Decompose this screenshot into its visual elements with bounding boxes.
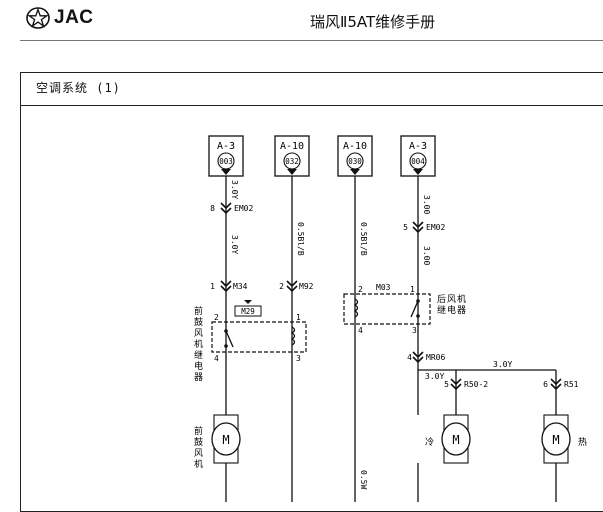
- svg-text:030: 030: [348, 157, 362, 166]
- svg-text:M29: M29: [241, 307, 255, 316]
- label-glyph: 风: [447, 294, 456, 305]
- diagram-title-row: 空调系统 (1): [20, 72, 603, 106]
- label-glyph: 继: [437, 304, 446, 316]
- svg-text:M: M: [552, 433, 559, 447]
- wire-label-3-bottom: 0.5W: [359, 470, 368, 489]
- svg-text:M: M: [452, 433, 459, 447]
- label-glyph: 电: [447, 304, 456, 316]
- conn-mr06: MR06: [426, 353, 445, 362]
- connector-a3-003: A-3 003: [208, 135, 244, 177]
- svg-text:3: 3: [296, 354, 301, 363]
- label-glyph: 机: [194, 458, 203, 470]
- rear-relay-label-stack: 后风机继电器: [437, 293, 466, 316]
- label-glyph: 器: [194, 372, 203, 383]
- logo-text: JAC: [54, 7, 94, 28]
- svg-text:A-10: A-10: [343, 141, 367, 152]
- conn-r50-2: R50-2: [464, 380, 488, 389]
- svg-text:4: 4: [407, 353, 412, 362]
- svg-text:6: 6: [543, 380, 548, 389]
- connector-a10-030: A-10 030: [337, 135, 373, 177]
- page-header: JAC 瑞风Ⅱ5AT维修手册: [0, 0, 603, 44]
- label-glyph: 风: [194, 448, 203, 459]
- jac-logo: JAC: [26, 7, 94, 29]
- svg-text:1: 1: [410, 285, 415, 294]
- label-glyph: 继: [194, 349, 203, 361]
- conn-m92: M92: [299, 282, 314, 291]
- wire-label-4-bottom: 3.00: [422, 246, 431, 265]
- label-glyph: 前: [194, 425, 203, 437]
- svg-text:M: M: [222, 433, 229, 447]
- svg-text:1: 1: [296, 313, 301, 322]
- rear-motor-cold: M: [441, 414, 471, 464]
- label-glyph: 机: [194, 338, 203, 350]
- svg-text:A-3: A-3: [409, 141, 427, 152]
- svg-text:8: 8: [210, 204, 215, 213]
- svg-text:5: 5: [444, 380, 449, 389]
- label-cold: 冷: [425, 436, 434, 448]
- header-divider: [20, 40, 603, 41]
- wire-label-1-bottom: 3.0Y: [230, 235, 239, 254]
- label-glyph: 风: [194, 328, 203, 339]
- svg-text:032: 032: [285, 157, 299, 166]
- front-blower-relay: 2 1 4 3: [211, 313, 307, 363]
- label-glyph: 器: [457, 305, 466, 316]
- label-glyph: 后: [437, 294, 446, 305]
- wire-label-3: 0.5Bl/B: [359, 222, 368, 256]
- svg-text:004: 004: [411, 157, 425, 166]
- svg-text:2: 2: [358, 285, 363, 294]
- svg-text:2: 2: [279, 282, 284, 291]
- wire-label-2: 0.5Bl/B: [296, 222, 305, 256]
- manual-title: 瑞风Ⅱ5AT维修手册: [310, 13, 436, 31]
- conn-r51: R51: [564, 380, 579, 389]
- svg-text:003: 003: [219, 157, 233, 166]
- conn-m34: M34: [233, 282, 248, 291]
- wire-label-branch: 3.0Y: [493, 360, 512, 369]
- wire-label-1-top: 3.0Y: [230, 180, 239, 199]
- section-title: 空调系统 (1): [36, 81, 121, 95]
- rear-blower-relay: 2 M03 1 4 3: [343, 283, 431, 335]
- svg-text:5: 5: [403, 223, 408, 232]
- svg-text:2: 2: [214, 313, 219, 322]
- label-hot: 热: [578, 436, 587, 448]
- svg-text:4: 4: [358, 326, 363, 335]
- svg-text:1: 1: [210, 282, 215, 291]
- wire-label-branch-left: 3.0Y: [425, 372, 444, 381]
- svg-text:4: 4: [214, 354, 219, 363]
- label-glyph: 前: [194, 305, 203, 317]
- wire-label-4-top: 3.00: [422, 195, 431, 214]
- connector-m29: M29: [234, 300, 262, 317]
- connector-a10-032: A-10 032: [274, 135, 310, 177]
- svg-text:A-3: A-3: [217, 141, 235, 152]
- front-blower-motor: M: [211, 414, 241, 464]
- svg-text:3: 3: [412, 326, 417, 335]
- svg-text:A-10: A-10: [280, 141, 304, 152]
- label-glyph: 机: [457, 293, 466, 305]
- label-glyph: 鼓: [194, 436, 203, 448]
- conn-em02-left: EM02: [234, 204, 253, 213]
- connector-a3-004: A-3 004: [400, 135, 436, 177]
- jac-star-icon: [26, 7, 50, 29]
- conn-em02-right: EM02: [426, 223, 445, 232]
- label-glyph: 鼓: [194, 316, 203, 328]
- label-glyph: 电: [194, 360, 203, 372]
- connector-m03: M03: [376, 283, 391, 292]
- rear-motor-hot: M: [541, 414, 571, 464]
